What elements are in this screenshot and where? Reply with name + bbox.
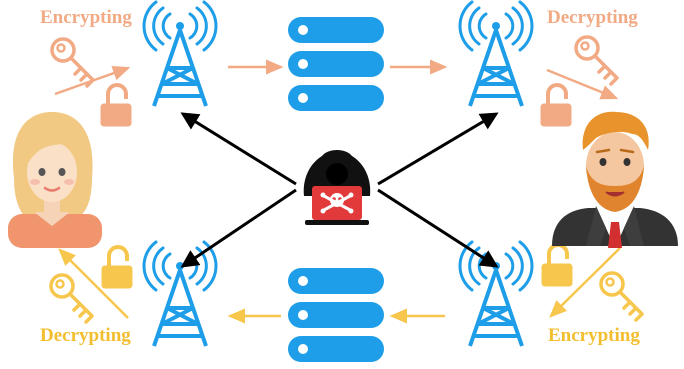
top-server-icon	[288, 17, 384, 111]
top-left-arrow	[54, 65, 131, 96]
woman-avatar	[8, 112, 102, 248]
hacker-icon	[303, 150, 371, 225]
bottom-left-decrypting-label: Decrypting	[40, 325, 131, 346]
bottom-left-padlock-icon	[100, 245, 134, 290]
top-left-encrypting-label: Encrypting	[40, 7, 132, 28]
top-right-antenna-icon	[458, 0, 534, 108]
bottom-right-encrypting-label: Encrypting	[548, 325, 640, 346]
bottom-left-arrow	[58, 248, 129, 319]
bottom-right-padlock-icon	[540, 243, 574, 288]
bottom-right-arrow	[549, 247, 621, 318]
bottom-server-icon	[288, 268, 384, 362]
top-left-padlock-icon	[99, 83, 133, 128]
top-right-decrypting-label: Decrypting	[547, 7, 638, 28]
top-right-padlock-icon	[539, 83, 573, 128]
bottom-key-icon	[49, 273, 94, 324]
top-left-antenna-icon	[142, 0, 218, 108]
bottom-left-antenna-icon	[142, 240, 218, 348]
interception-arrows	[180, 112, 499, 268]
top-key-icon	[50, 37, 95, 88]
top-right-arrow	[546, 68, 619, 100]
man-avatar	[552, 111, 678, 248]
top-right-key-icon	[574, 35, 619, 86]
bottom-right-antenna-icon	[458, 240, 534, 348]
bottom-right-key-icon	[599, 271, 644, 322]
